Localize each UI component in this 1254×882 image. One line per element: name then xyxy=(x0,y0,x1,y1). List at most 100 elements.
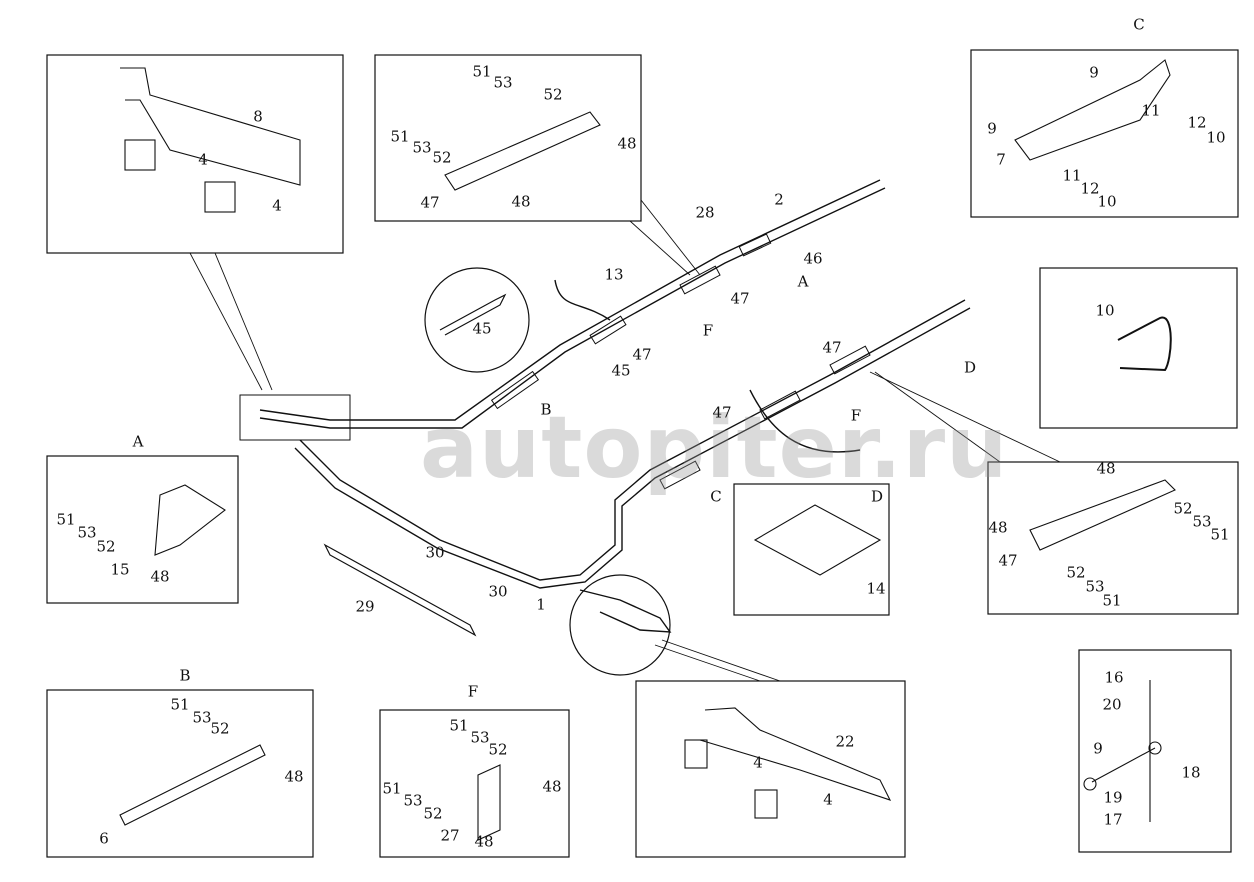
main-harness xyxy=(259,179,971,633)
detail-F-callout: 52 xyxy=(423,804,443,823)
top-left-bracket-callout: 8 xyxy=(253,107,263,126)
detail-C-callout: 10 xyxy=(1206,128,1226,147)
detail-F-callout: 27 xyxy=(440,826,460,845)
detail-right-plate-callout: 53 xyxy=(1192,512,1212,531)
detail-top-plate-callout: 48 xyxy=(511,192,531,211)
main-assembly-callout: 30 xyxy=(425,543,445,562)
panel-frame xyxy=(733,483,890,616)
detail-C-callout: 9 xyxy=(1089,63,1099,82)
main-assembly-callout: 45 xyxy=(611,361,631,380)
detail-top-plate-callout: 53 xyxy=(412,138,432,157)
detail-A-callout: 15 xyxy=(110,560,130,579)
panel-frame xyxy=(374,54,642,222)
detail-B-callout: 51 xyxy=(170,695,190,714)
panel-frame xyxy=(46,54,344,254)
detail-top-plate-callout: 51 xyxy=(472,62,492,81)
detail-B-callout: 48 xyxy=(284,767,304,786)
watermark-text: autopiter.ru xyxy=(420,398,1009,498)
detail-A-callout: 48 xyxy=(150,567,170,586)
detail-A-callout: 51 xyxy=(56,510,76,529)
detail-C-callout: C xyxy=(1133,15,1145,34)
cable-tie-45 xyxy=(439,293,507,336)
detail-C-callout: 7 xyxy=(996,150,1006,169)
detail-F-callout: 53 xyxy=(403,791,423,810)
detail-bolt-stack-callout: 20 xyxy=(1102,695,1122,714)
detail-parts xyxy=(119,59,1176,841)
panel-frame xyxy=(635,680,906,858)
panel-frame xyxy=(970,49,1239,218)
main-assembly-callout: 1 xyxy=(536,595,546,614)
detail-D-callout: 14 xyxy=(866,579,886,598)
main-assembly-callout: A xyxy=(797,272,809,291)
detail-clip-callout: 10 xyxy=(1095,301,1115,320)
detail-right-plate-callout: 52 xyxy=(1066,563,1086,582)
detail-lower-bracket-callout: 4 xyxy=(753,753,763,772)
detail-bolt-stack-callout: 19 xyxy=(1103,788,1123,807)
top-left-bracket-callout: 4 xyxy=(198,150,208,169)
detail-right-plate-callout: 53 xyxy=(1085,577,1105,596)
main-assembly-callout: C xyxy=(710,487,722,506)
detail-right-plate-callout: 52 xyxy=(1173,499,1193,518)
main-assembly-callout: 46 xyxy=(803,249,823,268)
detail-top-plate-callout: 48 xyxy=(617,134,637,153)
detail-bolt-stack-callout: 9 xyxy=(1093,739,1103,758)
detail-top-plate-callout: 52 xyxy=(432,148,452,167)
panel-frame xyxy=(46,455,239,604)
detail-B-callout: 52 xyxy=(210,719,230,738)
main-assembly-callout: D xyxy=(963,358,977,377)
detail-C-callout: 11 xyxy=(1141,101,1161,120)
detail-C-callout: 12 xyxy=(1080,179,1100,198)
detail-A-callout: 52 xyxy=(96,537,116,556)
detail-top-plate-callout: 53 xyxy=(493,73,513,92)
main-assembly-callout: F xyxy=(702,321,714,340)
detail-A-callout: A xyxy=(132,432,144,451)
detail-top-plate-callout: 51 xyxy=(390,127,410,146)
connector-block xyxy=(239,394,351,441)
detail-right-plate-callout: 48 xyxy=(1096,459,1116,478)
detail-D-callout: D xyxy=(870,487,884,506)
harness-clamps xyxy=(239,233,871,490)
detail-bolt-stack-callout: 18 xyxy=(1181,763,1201,782)
main-assembly-callout: F xyxy=(850,406,862,425)
detail-F-callout: F xyxy=(467,682,479,701)
detail-F-callout: 48 xyxy=(542,777,562,796)
detail-B-callout: B xyxy=(179,666,191,685)
detail-bolt-stack-callout: 17 xyxy=(1103,810,1123,829)
detail-top-plate-callout: 52 xyxy=(543,85,563,104)
panel-frame xyxy=(1039,267,1238,429)
detail-right-plate-callout: 51 xyxy=(1102,591,1122,610)
main-assembly-callout: 13 xyxy=(604,265,624,284)
main-assembly-callout: 28 xyxy=(695,203,715,222)
panel-frame xyxy=(987,461,1239,615)
detail-F-callout: 48 xyxy=(474,832,494,851)
detail-lower-bracket-callout: 22 xyxy=(835,732,855,751)
detail-F-callout: 53 xyxy=(470,728,490,747)
detail-right-plate-callout: 48 xyxy=(988,518,1008,537)
panel-frame xyxy=(379,709,570,858)
main-assembly-callout: 47 xyxy=(730,289,750,308)
detail-circle xyxy=(424,267,530,373)
detail-C-callout: 10 xyxy=(1097,192,1117,211)
detail-circle xyxy=(569,574,671,676)
main-assembly-callout: 47 xyxy=(632,345,652,364)
main-assembly-callout: 47 xyxy=(712,403,732,422)
leader-lines xyxy=(189,199,1061,682)
detail-F-callout: 52 xyxy=(488,740,508,759)
main-assembly-callout: 29 xyxy=(355,597,375,616)
main-assembly-callout: 47 xyxy=(822,338,842,357)
detail-A-callout: 53 xyxy=(77,523,97,542)
detail-B-callout: 6 xyxy=(99,829,109,848)
main-assembly-callout: 30 xyxy=(488,582,508,601)
main-assembly-callout: 45 xyxy=(472,319,492,338)
panel-frame xyxy=(1078,649,1232,853)
detail-bolt-stack-callout: 16 xyxy=(1104,668,1124,687)
detail-C-callout: 11 xyxy=(1062,166,1082,185)
top-left-bracket-callout: 4 xyxy=(272,196,282,215)
rail-29 xyxy=(323,543,477,637)
detail-F-callout: 51 xyxy=(449,716,469,735)
u-clip-10 xyxy=(1117,316,1172,372)
detail-F-callout: 51 xyxy=(382,779,402,798)
main-assembly-callout: B xyxy=(540,400,552,419)
